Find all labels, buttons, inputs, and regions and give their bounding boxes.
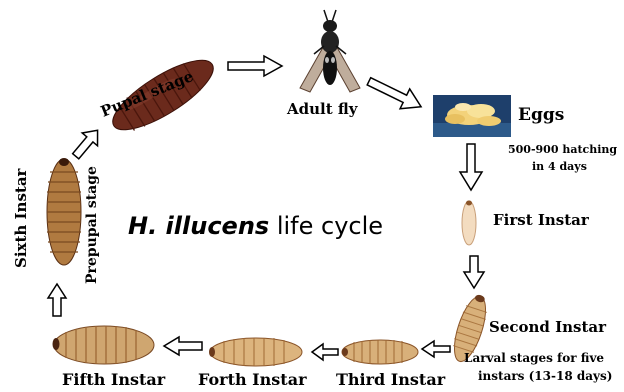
prepupal-stage-label: Prepupal stage — [84, 166, 100, 284]
diagram-title: H. illucens life cycle — [128, 212, 383, 240]
third-instar-image — [340, 337, 420, 367]
arrow-fifth-to-sixth — [46, 282, 68, 318]
arrow-second-to-third — [420, 339, 452, 359]
eggs-note-line1: 500-900 hatching — [508, 143, 617, 156]
title-suffix: life cycle — [269, 212, 383, 240]
arrow-first-to-second — [462, 254, 486, 290]
forth-instar-image — [208, 335, 304, 369]
adult-fly-image — [290, 8, 370, 94]
larval-note-line1: Larval stages for five — [464, 351, 604, 365]
prepupa-image — [44, 156, 84, 268]
adult-fly-label: Adult fly — [287, 100, 358, 118]
arrow-pupa-to-adult — [226, 54, 284, 78]
eggs-label: Eggs — [518, 105, 564, 125]
title-species: H. illucens — [128, 212, 269, 240]
arrow-eggs-to-first — [458, 142, 484, 192]
eggs-note-line2: in 4 days — [532, 160, 587, 173]
second-instar-label: Second Instar — [489, 318, 606, 336]
first-instar-image — [458, 198, 480, 248]
fifth-instar-label: Fifth Instar — [62, 370, 165, 389]
eggs-image — [433, 95, 511, 137]
arrow-forth-to-fifth — [162, 335, 204, 357]
arrow-sixth-to-pupa — [68, 124, 104, 164]
arrow-adult-to-eggs — [362, 72, 428, 116]
first-instar-label: First Instar — [493, 211, 589, 229]
third-instar-label: Third Instar — [336, 370, 445, 389]
forth-instar-label: Forth Instar — [198, 370, 307, 389]
fifth-instar-image — [52, 322, 156, 368]
larval-note-line2: instars (13-18 days) — [478, 369, 612, 383]
sixth-instar-label: Sixth Instar — [12, 169, 30, 268]
arrow-third-to-forth — [310, 342, 340, 362]
